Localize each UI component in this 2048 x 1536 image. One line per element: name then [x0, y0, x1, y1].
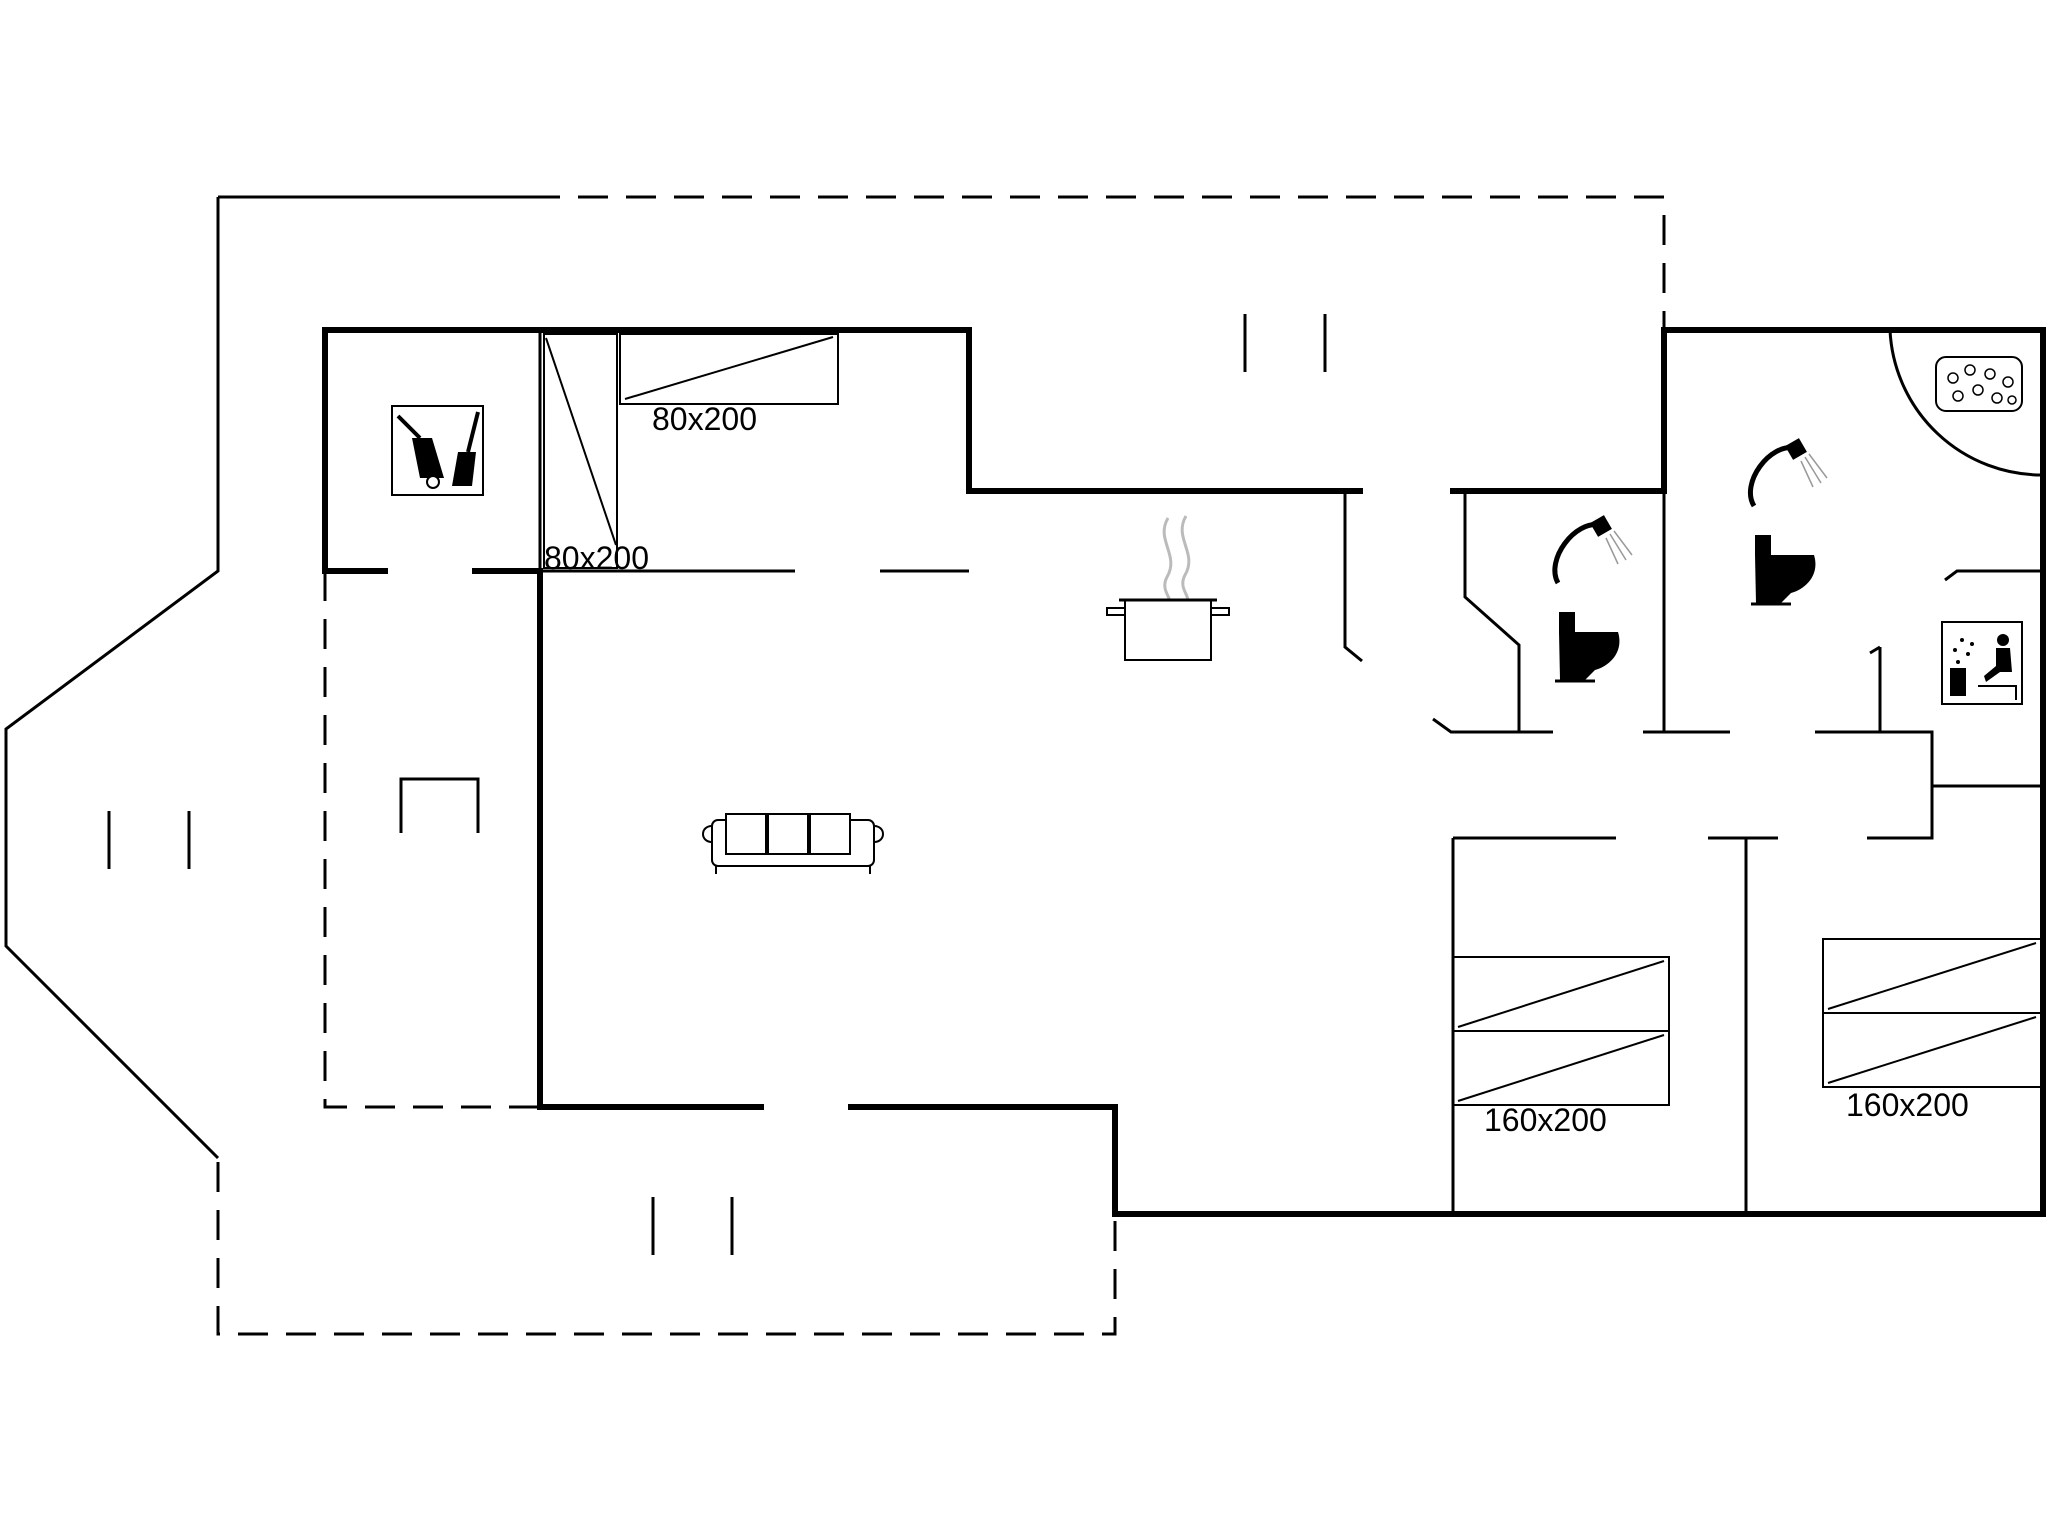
- wall-kitchen-niche: [1343, 491, 1363, 663]
- annex-dashed: [323, 571, 538, 1109]
- bed-single-top: [619, 333, 839, 405]
- terrace-markers: [107, 314, 1327, 1255]
- west-terrace-outline: [4, 197, 220, 1160]
- bed-double-right: [1822, 938, 2042, 1088]
- bed-label-single-top: 80x200: [652, 401, 757, 437]
- kitchen-pot-icon: [1106, 515, 1230, 661]
- wall-bath1-west: [1463, 491, 1521, 732]
- whirlpool-door-arc: [1888, 329, 2044, 477]
- north-terrace-dashed: [530, 195, 1666, 330]
- sauna-icon: [1941, 621, 2023, 705]
- wall-bath2-south-b: [1815, 730, 1934, 840]
- toilet-icon: [1555, 612, 1620, 683]
- wall-nw-block: [322, 327, 1363, 574]
- terrace-outlines: [4, 195, 1666, 1336]
- whirlpool-icon: [1935, 356, 2023, 412]
- south-terrace-dashed: [216, 1162, 1117, 1336]
- sofa-icon: [702, 813, 884, 874]
- bed-single-side: [543, 333, 618, 569]
- bed-label-single-side: 80x200: [544, 540, 649, 576]
- bed-double-left: [1452, 956, 1670, 1106]
- bed-label-double-left: 160x200: [1484, 1102, 1607, 1138]
- shower-icon: [1747, 438, 1828, 508]
- walls: [322, 327, 2046, 1217]
- interior-walls: [538, 330, 2043, 1214]
- toilet-icon: [1751, 535, 1816, 606]
- storage-icon: [391, 405, 484, 496]
- wall-east: [848, 327, 2046, 1217]
- wall-sauna-north: [1944, 569, 2043, 582]
- bed-label-double-right: 160x200: [1846, 1087, 1969, 1123]
- table-icon: [399, 777, 480, 833]
- wall-bath1-door: [1432, 717, 1553, 734]
- shower-icon: [1552, 515, 1633, 585]
